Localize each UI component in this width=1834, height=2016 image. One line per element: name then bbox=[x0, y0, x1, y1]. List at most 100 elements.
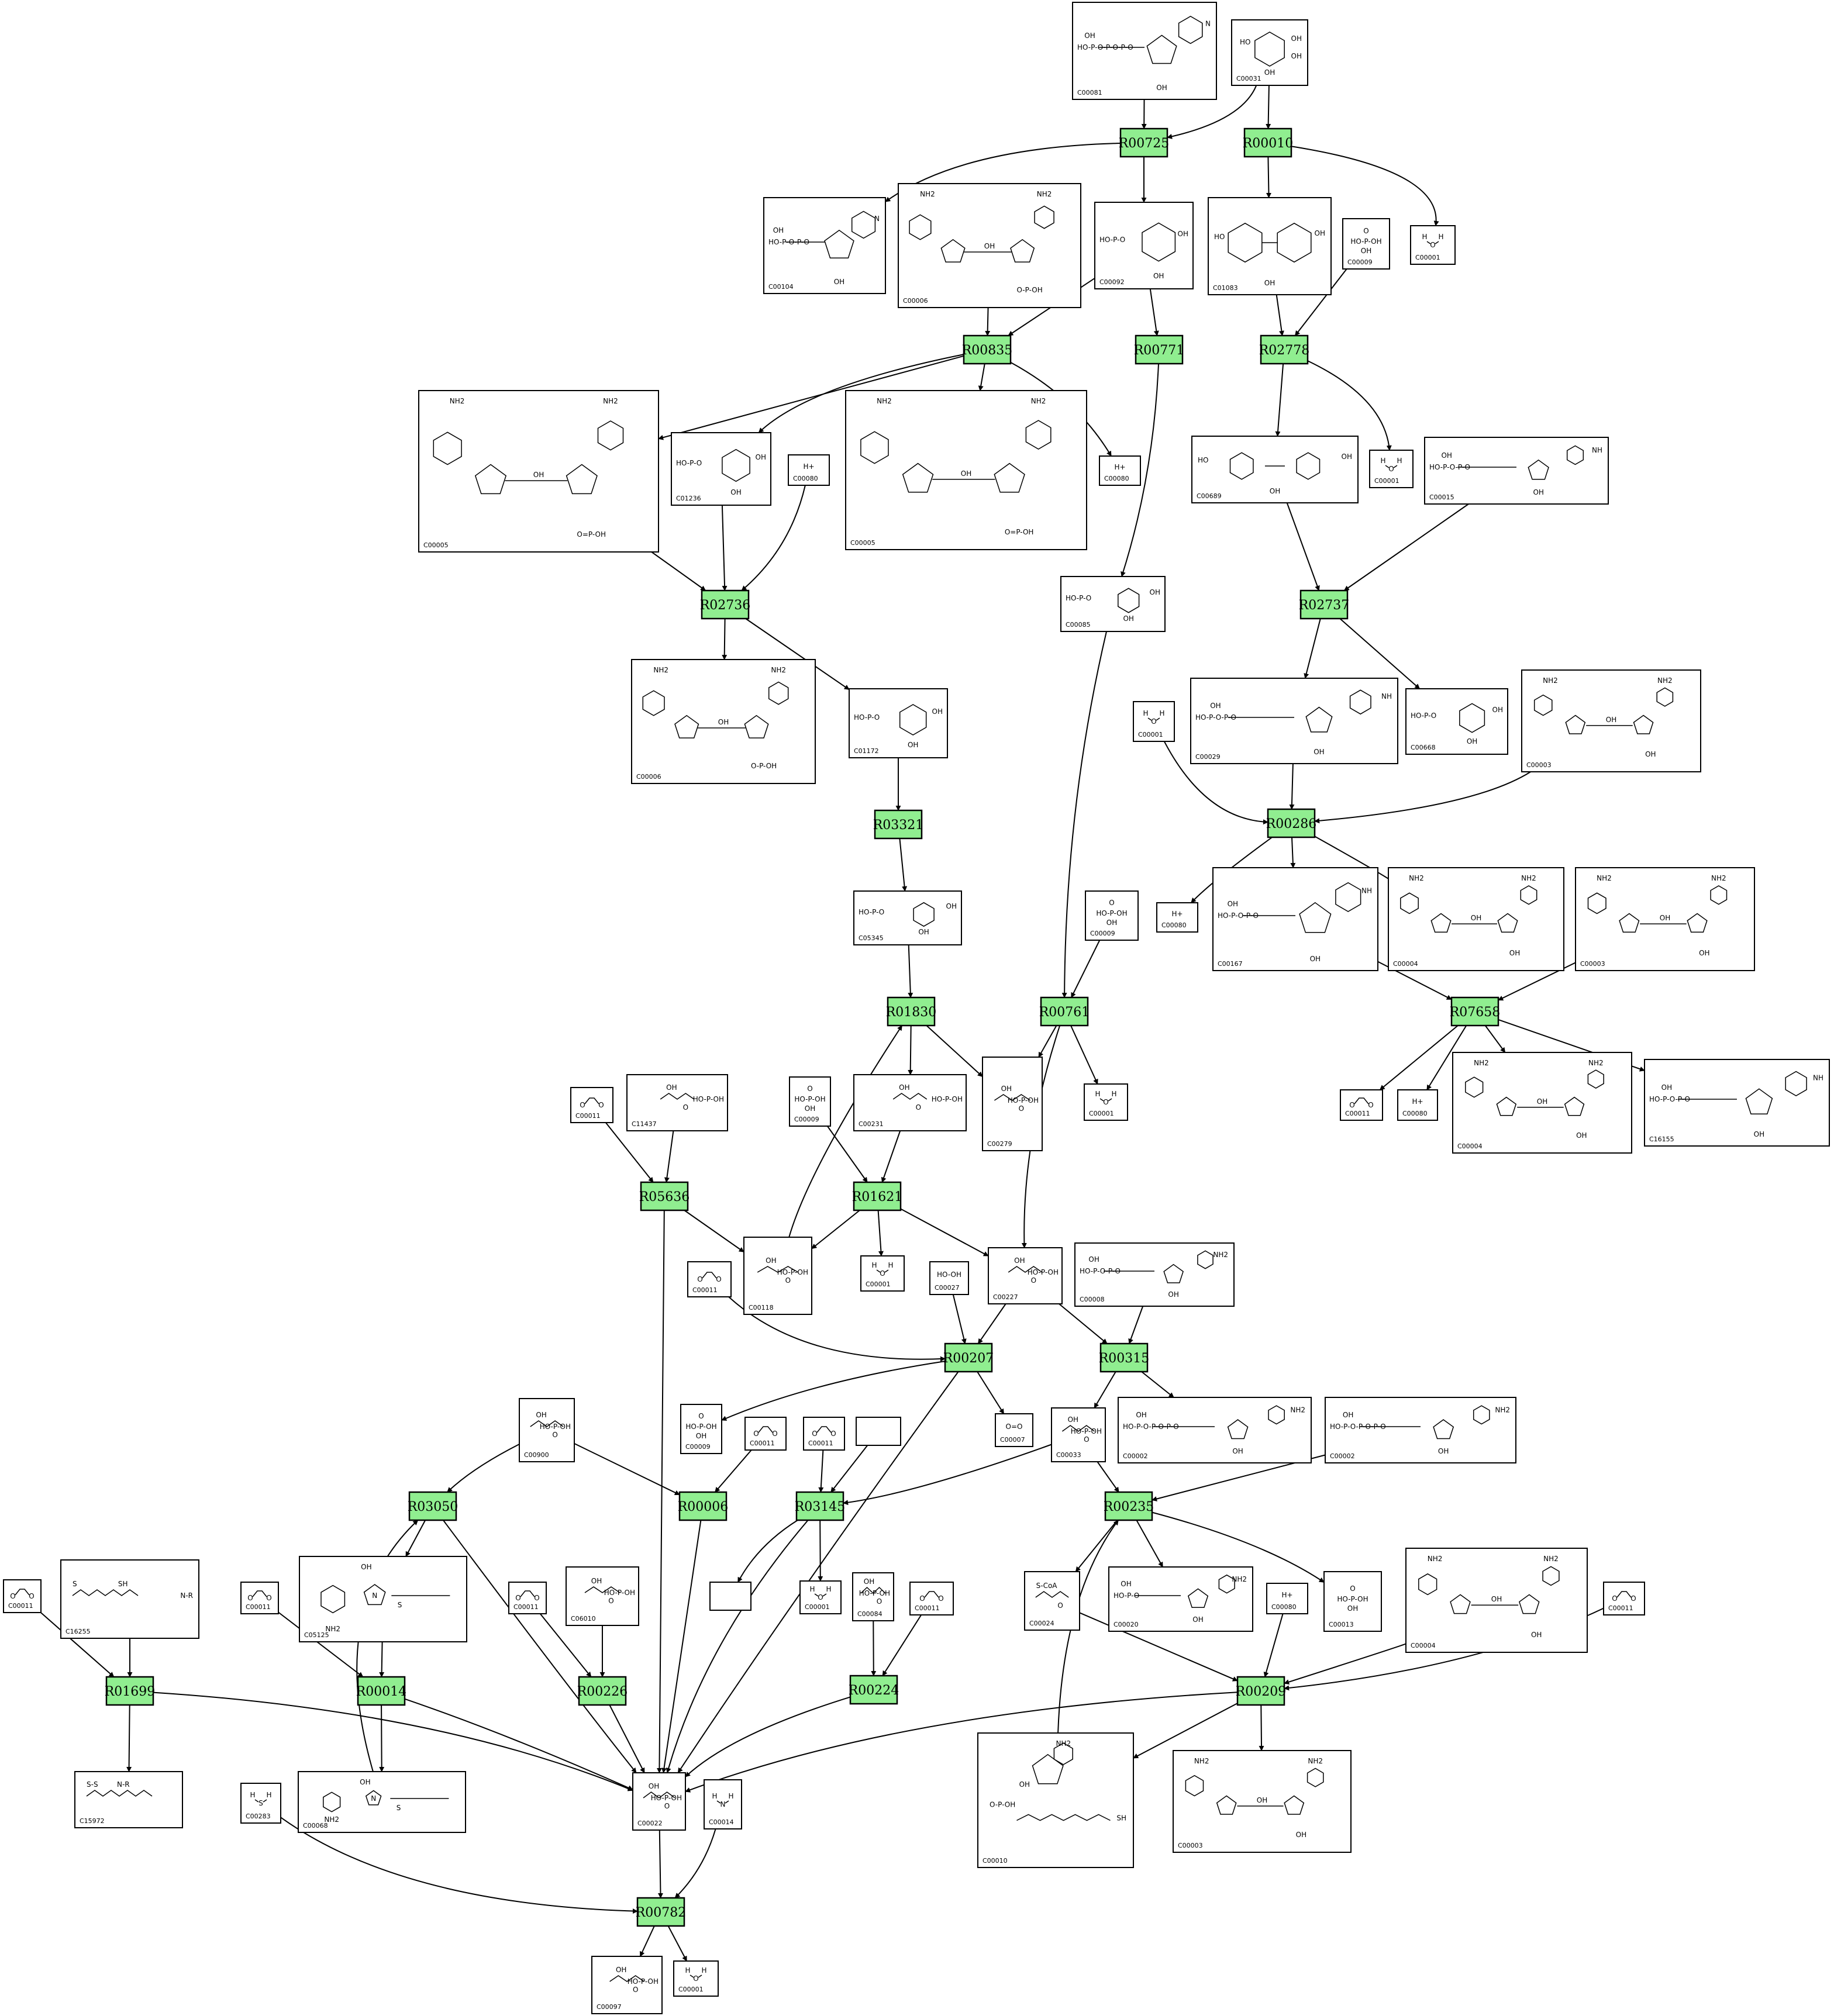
reaction-node-r00014[interactable]: R00014 bbox=[356, 1676, 407, 1706]
compound-node-c00080b[interactable]: H+C00080 bbox=[1099, 455, 1141, 486]
reaction-node-r00235[interactable]: R00235 bbox=[1104, 1491, 1154, 1521]
reaction-node-r01621[interactable]: R01621 bbox=[852, 1181, 903, 1211]
reaction-node-r02736[interactable]: R02736 bbox=[700, 589, 751, 620]
compound-node-c00080a[interactable]: H+C00080 bbox=[788, 454, 830, 486]
reaction-node-r00209[interactable]: R00209 bbox=[1236, 1676, 1287, 1706]
reaction-node-r00771[interactable]: R00771 bbox=[1134, 334, 1185, 365]
reaction-node-r03050[interactable]: R03050 bbox=[408, 1491, 458, 1521]
reaction-node-r03321[interactable]: R03321 bbox=[873, 809, 924, 840]
compound-node-empty1[interactable] bbox=[856, 1417, 901, 1446]
compound-node-c00080d[interactable]: H+C00080 bbox=[1397, 1089, 1438, 1121]
reaction-node-r00006[interactable]: R00006 bbox=[678, 1491, 729, 1521]
reaction-node-r00224[interactable]: R00224 bbox=[849, 1675, 899, 1705]
reaction-node-r01830[interactable]: R01830 bbox=[886, 996, 937, 1027]
reaction-node-r00315[interactable]: R00315 bbox=[1099, 1342, 1150, 1373]
reaction-node-r00835[interactable]: R00835 bbox=[962, 334, 1013, 365]
compound-node-c00080c[interactable]: H+C00080 bbox=[1156, 902, 1198, 933]
reaction-node-r00010[interactable]: R00010 bbox=[1243, 127, 1294, 158]
reaction-node-r00725[interactable]: R00725 bbox=[1119, 127, 1170, 158]
reaction-node-r00286[interactable]: R00286 bbox=[1266, 808, 1317, 838]
reaction-node-r00782[interactable]: R00782 bbox=[636, 1897, 687, 1927]
reaction-node-r05636[interactable]: R05636 bbox=[639, 1181, 690, 1211]
reaction-node-r00226[interactable]: R00226 bbox=[577, 1676, 628, 1706]
reaction-node-r00761[interactable]: R00761 bbox=[1039, 996, 1090, 1027]
reaction-node-r02737[interactable]: R02737 bbox=[1299, 589, 1350, 620]
compound-node-c00080e[interactable]: H+C00080 bbox=[1266, 1583, 1308, 1614]
reaction-node-r03145[interactable]: R03145 bbox=[795, 1491, 846, 1521]
reaction-node-r07658[interactable]: R07658 bbox=[1450, 996, 1501, 1027]
reaction-node-r02778[interactable]: R02778 bbox=[1259, 334, 1310, 365]
reaction-node-r00207[interactable]: R00207 bbox=[943, 1342, 994, 1373]
